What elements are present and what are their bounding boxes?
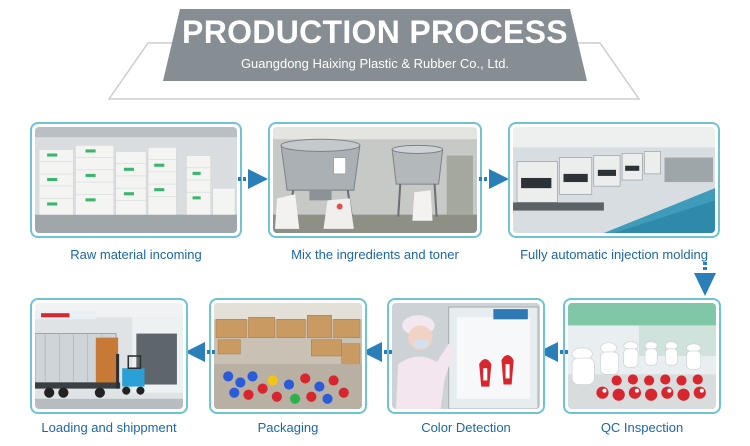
- step-raw-material-photo: [30, 122, 242, 238]
- step-label-color-detection: Color Detection: [421, 420, 511, 435]
- step-label-mixing: Mix the ingredients and toner: [291, 247, 459, 262]
- arrow-down-icon: [694, 262, 716, 296]
- step-label-qc-inspection: QC Inspection: [600, 420, 684, 435]
- step-qc-inspection-photo: [563, 298, 721, 414]
- color-booth-image: [392, 303, 540, 409]
- step-loading-photo: [30, 298, 188, 414]
- step-color-detection-photo: [387, 298, 545, 414]
- packaging-area-image: [214, 303, 362, 409]
- page-title: PRODUCTION PROCESS: [182, 14, 568, 50]
- arrow-left-icon: [362, 342, 392, 362]
- step-label-packaging: Packaging: [257, 420, 319, 435]
- arrow-right-icon: [479, 169, 509, 189]
- step-packaging-photo: [209, 298, 367, 414]
- truck-forklift-image: [35, 303, 183, 409]
- mixer-machines-image: [273, 127, 477, 233]
- title-banner: [163, 9, 587, 81]
- step-injection-molding-photo: [508, 122, 720, 238]
- company-name: Guangdong Haixing Plastic & Rubber Co., …: [240, 56, 510, 71]
- step-label-injection-molding: Fully automatic injection molding: [520, 247, 708, 262]
- qc-workers-image: [568, 303, 716, 409]
- warehouse-bags-image: [35, 127, 237, 233]
- injection-machines-image: [513, 127, 715, 233]
- arrow-left-icon: [185, 342, 215, 362]
- step-label-loading: Loading and shippment: [41, 420, 177, 435]
- step-label-raw-material: Raw material incoming: [70, 247, 202, 262]
- step-mixing-photo: [268, 122, 482, 238]
- arrow-left-icon: [538, 342, 568, 362]
- arrow-right-icon: [238, 169, 268, 189]
